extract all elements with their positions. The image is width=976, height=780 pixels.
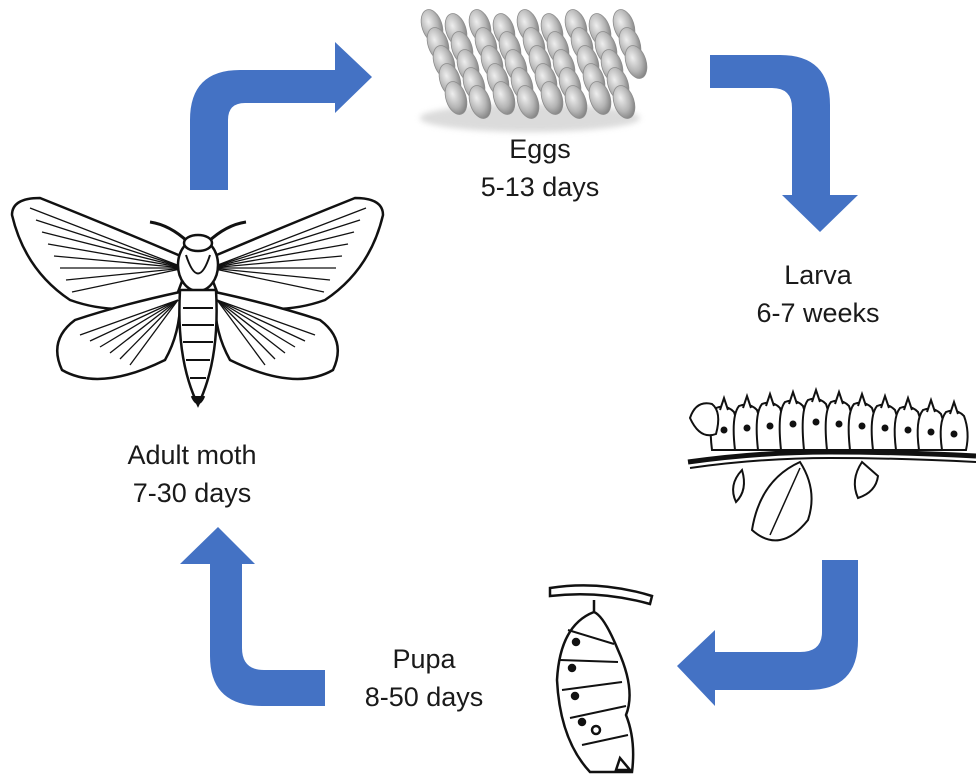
larva-label: Larva 6-7 weeks <box>708 256 928 332</box>
adult-moth-duration: 7-30 days <box>82 474 302 512</box>
larva-name: Larva <box>708 256 928 294</box>
egg-cluster-illustration <box>417 7 651 132</box>
eggs-label: Eggs 5-13 days <box>430 130 650 206</box>
arrow-pupa-to-adult <box>180 527 325 706</box>
moth-illustration <box>12 198 383 405</box>
pupa-label: Pupa 8-50 days <box>314 640 534 716</box>
caterpillar-illustration <box>688 390 976 540</box>
arrow-larva-to-pupa <box>677 560 858 706</box>
chrysalis-illustration <box>550 585 652 772</box>
adult-moth-label: Adult moth 7-30 days <box>82 436 302 512</box>
arrow-eggs-to-larva <box>710 55 858 232</box>
arrow-adult-to-eggs <box>190 42 372 190</box>
pupa-duration: 8-50 days <box>314 678 534 716</box>
eggs-duration: 5-13 days <box>430 168 650 206</box>
larva-duration: 6-7 weeks <box>708 294 928 332</box>
eggs-name: Eggs <box>430 130 650 168</box>
adult-moth-name: Adult moth <box>82 436 302 474</box>
pupa-name: Pupa <box>314 640 534 678</box>
caterpillar-segment <box>941 411 968 450</box>
